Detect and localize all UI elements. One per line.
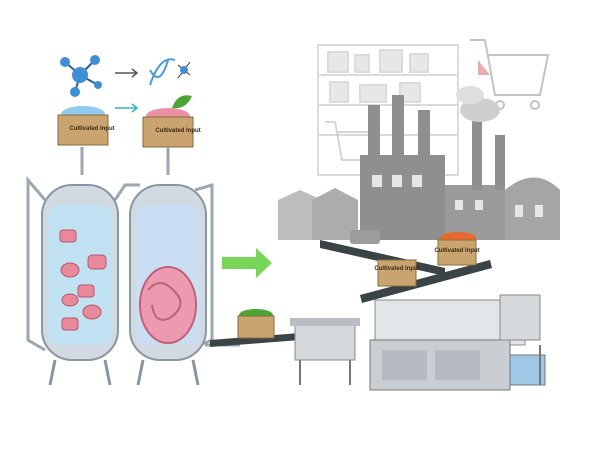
industrial-kitchen bbox=[290, 294, 546, 391]
box-label: Cultivated Input bbox=[155, 128, 200, 134]
box-label: Cultivated Input bbox=[69, 126, 114, 132]
pipes bbox=[26, 147, 240, 352]
dna-icon bbox=[149, 58, 176, 86]
process-arrow-icon bbox=[222, 248, 272, 278]
box-label: Cultivated Input bbox=[374, 266, 419, 272]
molecule-icon bbox=[177, 61, 191, 79]
arrow-right-icon bbox=[115, 103, 139, 113]
cultivated-input-box-produce: Cultivated Input bbox=[434, 232, 480, 266]
produce-box bbox=[237, 309, 275, 339]
leaf-icon bbox=[172, 95, 192, 109]
box-label: Cultivated Input bbox=[434, 248, 479, 254]
molecule-icon bbox=[60, 55, 102, 97]
cultivated-input-box-cells: Cultivated Input bbox=[57, 106, 115, 146]
supermarket-shelves bbox=[317, 44, 459, 176]
delivery-truck bbox=[350, 230, 380, 244]
arrow-right-icon bbox=[115, 68, 139, 78]
factory-building bbox=[278, 86, 560, 240]
cultivated-input-box-tissue: Cultivated Input bbox=[142, 95, 201, 148]
bioreactor-tank-tissue bbox=[129, 184, 207, 386]
bioreactor-tank-cells bbox=[41, 184, 119, 386]
cultivated-input-box-conveyor: Cultivated Input bbox=[374, 259, 420, 287]
